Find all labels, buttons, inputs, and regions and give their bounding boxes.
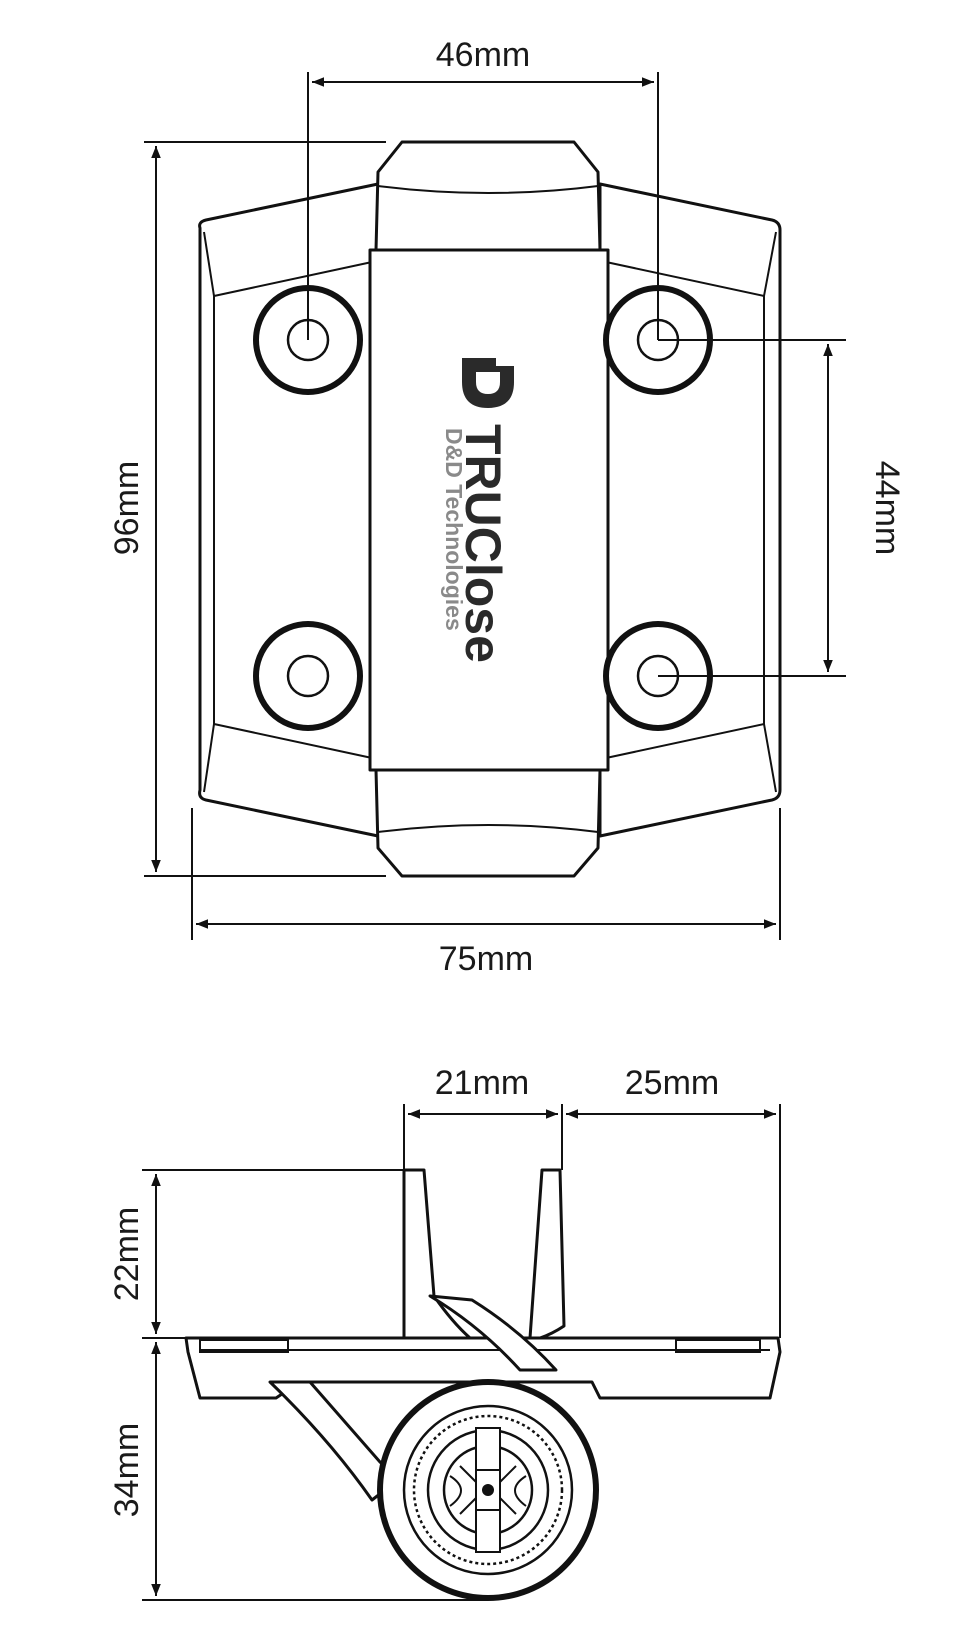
dimension-34mm: 34mm (108, 1342, 488, 1601)
dimension-label-96mm: 96mm (108, 461, 146, 555)
side-view-arm-upper (428, 1294, 558, 1372)
dimension-21mm: 21mm (403, 1064, 563, 1170)
dimension-46mm: 46mm (307, 36, 659, 340)
side-view-right-slot (675, 1339, 761, 1353)
dimension-44mm: 44mm (658, 339, 906, 677)
side-view: 21mm 25mm 22mm 34mm (108, 1064, 782, 1601)
dimension-75mm: 75mm (191, 808, 781, 978)
brand-logo-icon (462, 358, 514, 408)
dimension-label-46mm: 46mm (436, 36, 530, 74)
dimension-label-22mm: 22mm (108, 1207, 146, 1301)
dimension-label-21mm: 21mm (435, 1064, 529, 1102)
top-view-left-wing-inner (203, 231, 373, 793)
side-view-left-slot (199, 1339, 289, 1353)
dimension-label-25mm: 25mm (625, 1064, 719, 1102)
side-view-spring-housing (377, 1379, 599, 1601)
dimension-25mm: 25mm (566, 1064, 781, 1338)
top-view-right-wing-inner (605, 231, 777, 793)
brand-name: TRUClose (455, 424, 511, 663)
top-view-bottom-cap (374, 768, 602, 878)
brand-subtitle: D&D Technologies (441, 428, 467, 631)
top-view-top-cap (374, 140, 602, 252)
dimension-label-34mm: 34mm (108, 1423, 146, 1517)
side-view-base-plate (184, 1336, 782, 1400)
dimension-label-44mm: 44mm (868, 461, 906, 555)
dimension-96mm: 96mm (108, 141, 386, 877)
top-view-hole-bottom-left (253, 621, 363, 731)
dimension-label-75mm: 75mm (439, 940, 533, 978)
dimension-22mm: 22mm (108, 1169, 405, 1339)
top-view: TRUClose D&D Technologies 46mm 96mm 44mm (108, 36, 906, 978)
side-view-right-fin (528, 1168, 566, 1340)
